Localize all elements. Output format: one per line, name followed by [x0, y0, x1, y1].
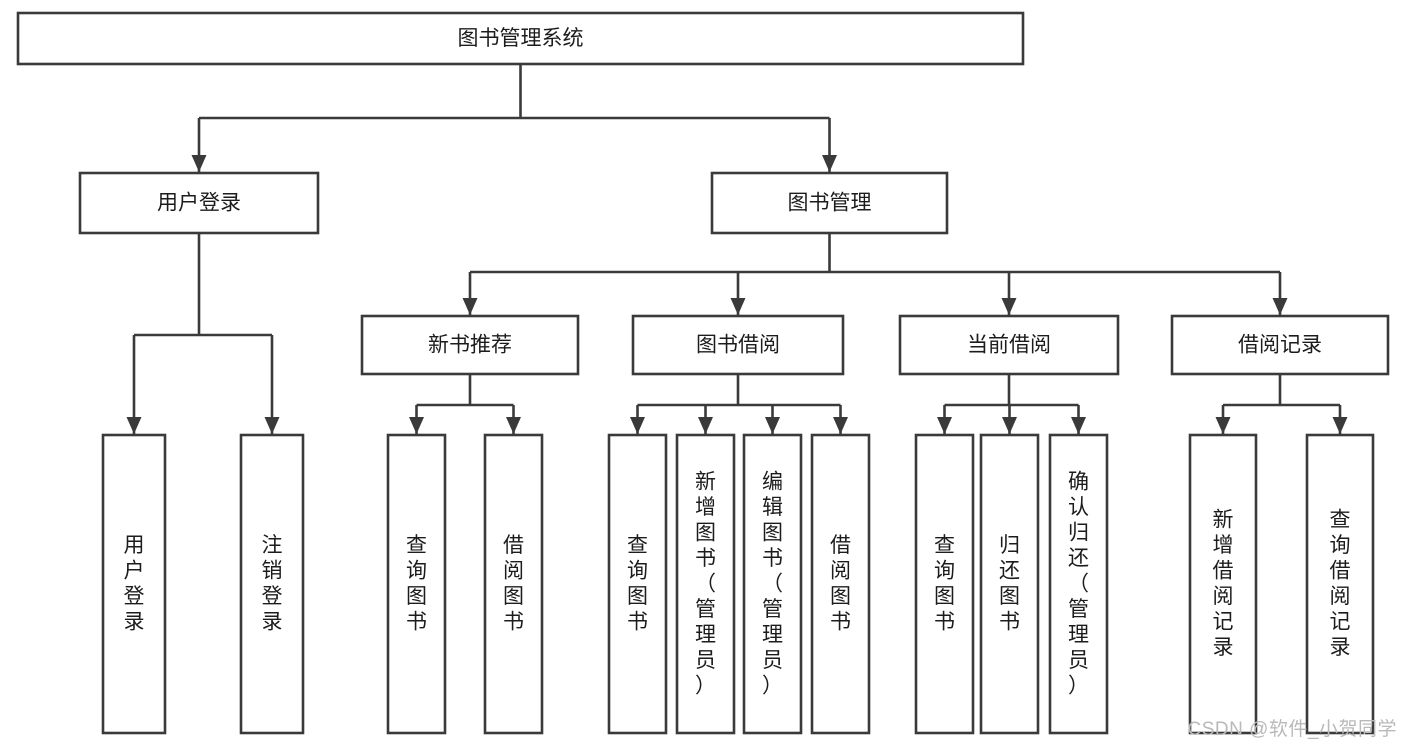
arrow-head-icon	[765, 417, 780, 434]
node-借阅图书[interactable]: 借阅图书	[810, 433, 871, 735]
node-查询图书[interactable]: 查询图书	[386, 433, 447, 735]
node-box[interactable]	[979, 433, 1040, 735]
node-label: 新增图书（管理员）	[695, 470, 716, 697]
node-box[interactable]	[16, 11, 1025, 66]
node-box[interactable]	[78, 171, 320, 235]
arrow-head-icon	[264, 417, 280, 434]
node-查询图书[interactable]: 查询图书	[914, 433, 975, 735]
node-图书管理[interactable]: 图书管理	[710, 171, 949, 235]
node-box[interactable]	[631, 314, 845, 376]
node-注销登录[interactable]: 注销登录	[239, 433, 305, 735]
arrow-head-icon	[698, 417, 713, 434]
arrow-head-icon	[730, 298, 746, 315]
node-label: 查询图书	[627, 534, 648, 634]
node-编辑图书管理员[interactable]: 编辑图书（管理员）	[742, 433, 803, 735]
arrow-head-icon	[1332, 417, 1348, 434]
node-label: 查询借阅记录	[1330, 509, 1351, 660]
node-box[interactable]	[386, 433, 447, 735]
node-layer: 图书管理系统用户登录图书管理新书推荐图书借阅当前借阅借阅记录用户登录注销登录查询…	[16, 11, 1390, 735]
node-label: 用户登录	[157, 192, 241, 215]
node-label: 编辑图书（管理员）	[762, 470, 783, 697]
arrow-head-icon	[191, 155, 207, 172]
node-label: 确认归还（管理员）	[1068, 470, 1089, 697]
node-用户登录[interactable]: 用户登录	[101, 433, 167, 735]
node-box[interactable]	[710, 171, 949, 235]
node-box[interactable]	[1305, 433, 1375, 735]
node-box[interactable]	[1170, 314, 1390, 376]
node-box[interactable]	[914, 433, 975, 735]
arrow-head-icon	[1071, 417, 1086, 434]
node-label: 查询图书	[406, 534, 427, 634]
connector-layer	[126, 64, 1348, 434]
arrow-head-icon	[506, 417, 521, 434]
node-查询借阅记录[interactable]: 查询借阅记录	[1305, 433, 1375, 735]
node-新增图书管理员[interactable]: 新增图书（管理员）	[675, 433, 736, 735]
arrow-head-icon	[1272, 298, 1288, 315]
node-借阅图书[interactable]: 借阅图书	[483, 433, 544, 735]
node-box[interactable]	[483, 433, 544, 735]
csdn-watermark: CSDN @软件_小贺同学	[1187, 719, 1397, 740]
node-box[interactable]	[810, 433, 871, 735]
node-确认归还管理员[interactable]: 确认归还（管理员）	[1048, 433, 1109, 735]
node-box[interactable]	[360, 314, 580, 376]
node-box[interactable]	[675, 433, 736, 735]
node-图书管理系统[interactable]: 图书管理系统	[16, 11, 1025, 66]
node-label: 归还图书	[999, 534, 1020, 634]
arrow-head-icon	[1001, 298, 1017, 315]
node-查询图书[interactable]: 查询图书	[607, 433, 668, 735]
node-box[interactable]	[742, 433, 803, 735]
arrow-head-icon	[1215, 417, 1231, 434]
node-box[interactable]	[607, 433, 668, 735]
node-box[interactable]	[101, 433, 167, 735]
node-box[interactable]	[239, 433, 305, 735]
node-label: 借阅图书	[830, 534, 851, 634]
node-用户登录[interactable]: 用户登录	[78, 171, 320, 235]
arrow-head-icon	[1002, 417, 1017, 434]
node-label: 新增借阅记录	[1213, 509, 1234, 660]
node-label: 图书借阅	[696, 334, 780, 357]
node-借阅记录[interactable]: 借阅记录	[1170, 314, 1390, 376]
arrow-head-icon	[833, 417, 848, 434]
arrow-head-icon	[462, 298, 478, 315]
node-图书借阅[interactable]: 图书借阅	[631, 314, 845, 376]
node-label: 用户登录	[124, 534, 145, 634]
node-label: 图书管理	[788, 192, 872, 215]
arrow-head-icon	[630, 417, 645, 434]
arrow-head-icon	[822, 155, 837, 172]
node-label: 查询图书	[934, 534, 955, 634]
node-新增借阅记录[interactable]: 新增借阅记录	[1188, 433, 1258, 735]
node-label: 图书管理系统	[458, 27, 584, 50]
node-label: 当前借阅	[967, 334, 1051, 357]
node-label: 注销登录	[262, 534, 283, 634]
node-box[interactable]	[1188, 433, 1258, 735]
node-label: 借阅图书	[503, 534, 524, 634]
node-当前借阅[interactable]: 当前借阅	[898, 314, 1120, 376]
node-新书推荐[interactable]: 新书推荐	[360, 314, 580, 376]
arrow-head-icon	[409, 417, 424, 434]
node-归还图书[interactable]: 归还图书	[979, 433, 1040, 735]
arrow-head-icon	[126, 417, 142, 434]
node-box[interactable]	[898, 314, 1120, 376]
node-box[interactable]	[1048, 433, 1109, 735]
arrow-head-icon	[937, 417, 952, 434]
node-label: 新书推荐	[428, 334, 512, 357]
node-label: 借阅记录	[1238, 334, 1322, 357]
